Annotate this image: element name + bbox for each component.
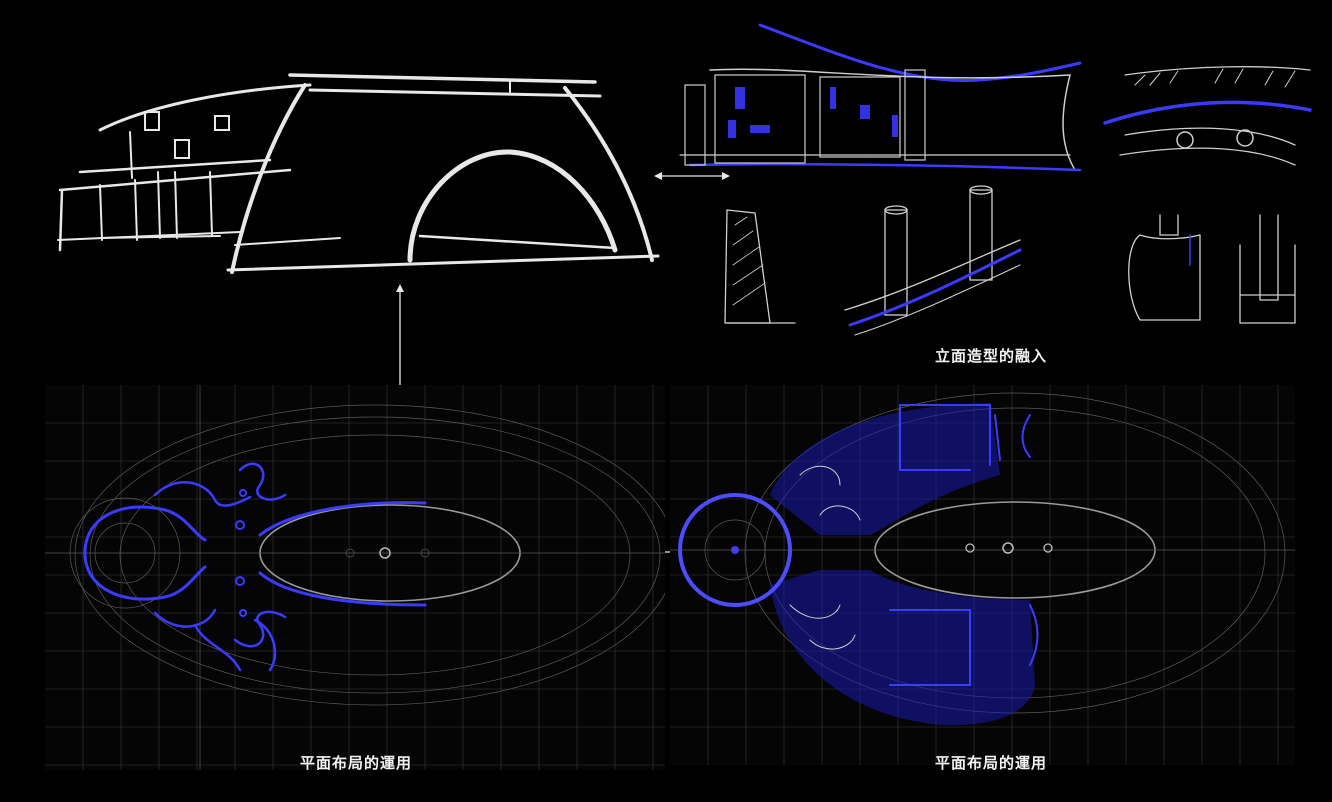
column-bench-sketch — [844, 185, 1022, 336]
facade-sketch — [57, 73, 660, 274]
plan-left-caption: 平面布局的運用 — [300, 754, 413, 772]
section-sketch — [724, 209, 796, 324]
curved-wall-sketch — [1128, 214, 1296, 324]
plan-right-caption: 平面布局的運用 — [935, 754, 1048, 772]
curve-detail-sketch — [1103, 66, 1312, 166]
floor-plan-right — [670, 385, 1295, 765]
elevation-caption: 立面造型的融入 — [935, 347, 1048, 365]
double-arrow-horizontal-icon — [654, 172, 730, 180]
elevation-sketch — [679, 23, 1082, 172]
floor-plan-left — [45, 385, 665, 770]
